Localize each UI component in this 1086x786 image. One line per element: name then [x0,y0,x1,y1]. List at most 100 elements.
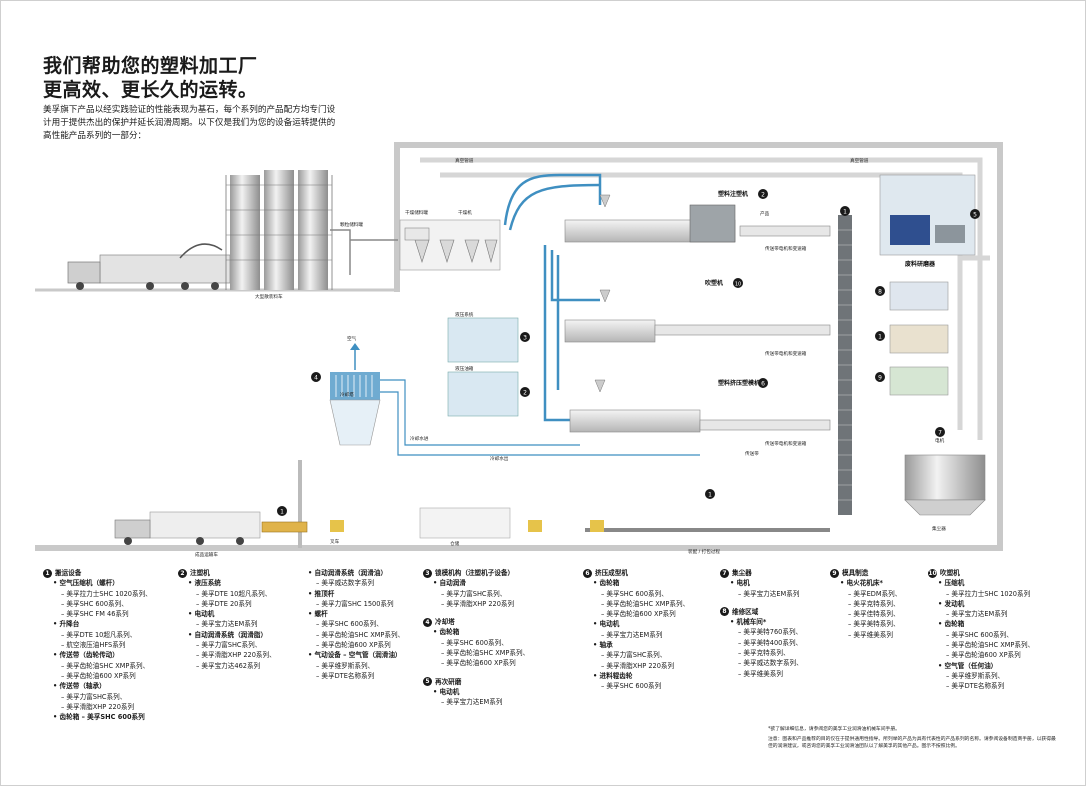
legend-equipment: 轴承 [583,640,689,650]
svg-text:6: 6 [761,381,765,388]
svg-text:1: 1 [280,509,284,516]
injection-title: 塑料注塑机 [718,190,748,198]
hydraulic-unit-2-label: 液压油箱 [455,365,474,372]
legend-equipment: 电机 [720,578,803,588]
legend-product: 美孚DTE名称系列 [928,681,1034,691]
cooling-badge: 4 [311,372,321,382]
legend-product: 美孚威达数字系列 [298,578,404,588]
legend-product: 美孚齿轮油SHC XMP系列、 [928,640,1034,650]
legend-product: 航空液压油HFS系列 [43,640,152,650]
legend-equipment: 机械车间* [720,617,803,627]
legend-product: 美孚EDM系列、 [830,589,901,599]
legend-number-badge: 8 [720,607,729,617]
legend-equipment: 传送带（齿轮传动） [43,650,152,660]
vertical-conveyor [838,215,852,515]
legend-product: 美孚滑脂XHP 220系列 [583,661,689,671]
dust-collector-label: 集尘器 [932,525,946,532]
legend-product: 美孚维罗斯系列、 [928,671,1034,681]
injection-badge: 2 [758,189,768,199]
svg-text:1: 1 [878,334,882,341]
legend-product: 美孚DTE 10超凡系列、 [178,589,276,599]
legend-product: 美孚滑脂XHP 220系列 [43,702,152,712]
grinder-badge: 5 [970,209,980,219]
grinder [879,174,976,256]
blow-title: 吹塑机 [705,279,723,287]
unit2-badge: 2 [520,387,530,397]
page-title: 我们帮助您的塑料加工厂 更高效、更长久的运转。 [43,54,258,102]
footnote-1: *欲了解详细信息，请参阅您的美孚工业润滑油机械车间手册。 [768,727,900,732]
legend-category-label: 再次研磨 [435,677,462,686]
tool-badge: 8 [875,286,885,296]
blow-badge: 10 [733,278,743,288]
legend-product: 美孚SHC FM 46系列 [43,609,152,619]
main-badge: 1 [840,206,850,216]
legend-product: 美孚威达数字系列、 [720,658,802,668]
legend-number-badge: 6 [583,568,592,578]
legend-product: 美孚SHC 600系列、 [583,589,689,599]
legend-equipment: 自动润滑 [423,578,529,588]
legend-product: 美孚齿轮油SHC XMP系列、 [583,599,689,609]
legend-category-label: 注塑机 [190,569,210,577]
legend-product: 美孚滑脂XHP 220系列 [423,599,529,609]
legend-equipment: 电动机 [423,687,529,697]
building-outline [35,142,1003,551]
blue-feed-lines [503,173,602,422]
svg-text:1: 1 [843,209,847,216]
lathe-badge: 9 [875,372,885,382]
forklift-label: 叉车 [330,538,340,545]
bulk-truck-label: 大型散装料车 [255,293,283,300]
legend-product: 美孚齿轮油SHC XMP系列、 [43,661,152,671]
legend-product: 美孚齿轮油600 XP系列 [298,640,404,650]
svg-text:8: 8 [878,289,882,296]
legend-product: 美孚宝力达EM系列 [423,697,529,707]
dust-badge: 7 [935,427,945,437]
packing-line [114,460,830,548]
legend-product: 美孚DTE名称系列 [298,671,404,681]
legend-col-8: 10吹塑机压缩机美孚拉力士SHC 1020系列发动机美孚宝力达EM系列齿轮箱美孚… [928,568,1034,692]
intro-paragraph: 美孚旗下产品以经实践验证的性能表现为基石，每个系列的产品配方均专门设计用于提供杰… [43,105,336,141]
conveyor-track-label: 传送带 [745,450,759,457]
water-out-label: 冷却水出 [490,455,509,462]
fill-badge: 1 [277,506,287,516]
legend-number-badge: 10 [928,568,937,578]
bulk-truck [67,254,231,290]
truck-out-label: 成品运输车 [195,551,218,558]
legend-product: 美孚DTE 10超凡系列、 [43,630,152,640]
legend-col-5: 6挤压成型机齿轮箱美孚SHC 600系列、美孚齿轮油SHC XMP系列、美孚齿轮… [583,568,689,692]
legend-product: 美孚拉力士SHC 1020系列、 [43,589,151,599]
vent-label-b: 真空管道 [850,157,869,164]
legend-equipment: 齿轮箱 [928,619,1034,629]
legend-equipment: 压缩机 [928,578,1034,588]
legend-number-badge: 9 [830,568,839,578]
legend-col-3: 自动润滑系统（润滑油）美孚威达数字系列推顶杆美孚力富SHC 1500系列螺杆美孚… [298,568,405,681]
svg-text:10: 10 [735,282,741,288]
extrusion-title: 塑料挤压塑模机 [718,379,760,387]
legend-product: 美孚齿轮油SHC XMP系列、 [423,648,529,658]
legend-equipment: 齿轮箱 [583,578,689,588]
extrusion-machine [569,379,831,433]
legend-number-badge: 7 [720,568,729,578]
hopper-label: 干燥储料罐 [405,209,428,216]
legend-equipment: 齿轮箱 [423,627,529,637]
legend-product: 美孚SHC 600系列 [583,681,689,691]
legend-equipment: 电动机 [178,609,276,619]
storage-silos [225,170,333,290]
legend-number-badge: 1 [43,568,52,578]
title-line-1: 我们帮助您的塑料加工厂 [43,55,258,77]
legend-product: 美孚滑脂XHP 220系列、 [178,650,275,660]
legend-equipment: 传送带（轴承） [43,681,152,691]
legend-product: 美孚美特400系列、 [720,638,803,648]
legend-product: 美孚齿轮油600 XP系列 [43,671,152,681]
legend-product: 美孚齿轮油SHC XMP系列、 [298,630,404,640]
legend-product: 美孚力富SHC系列、 [43,692,152,702]
legend-equipment: 螺杆 [298,609,404,619]
legend-product: 美孚力富SHC系列、 [423,589,529,599]
